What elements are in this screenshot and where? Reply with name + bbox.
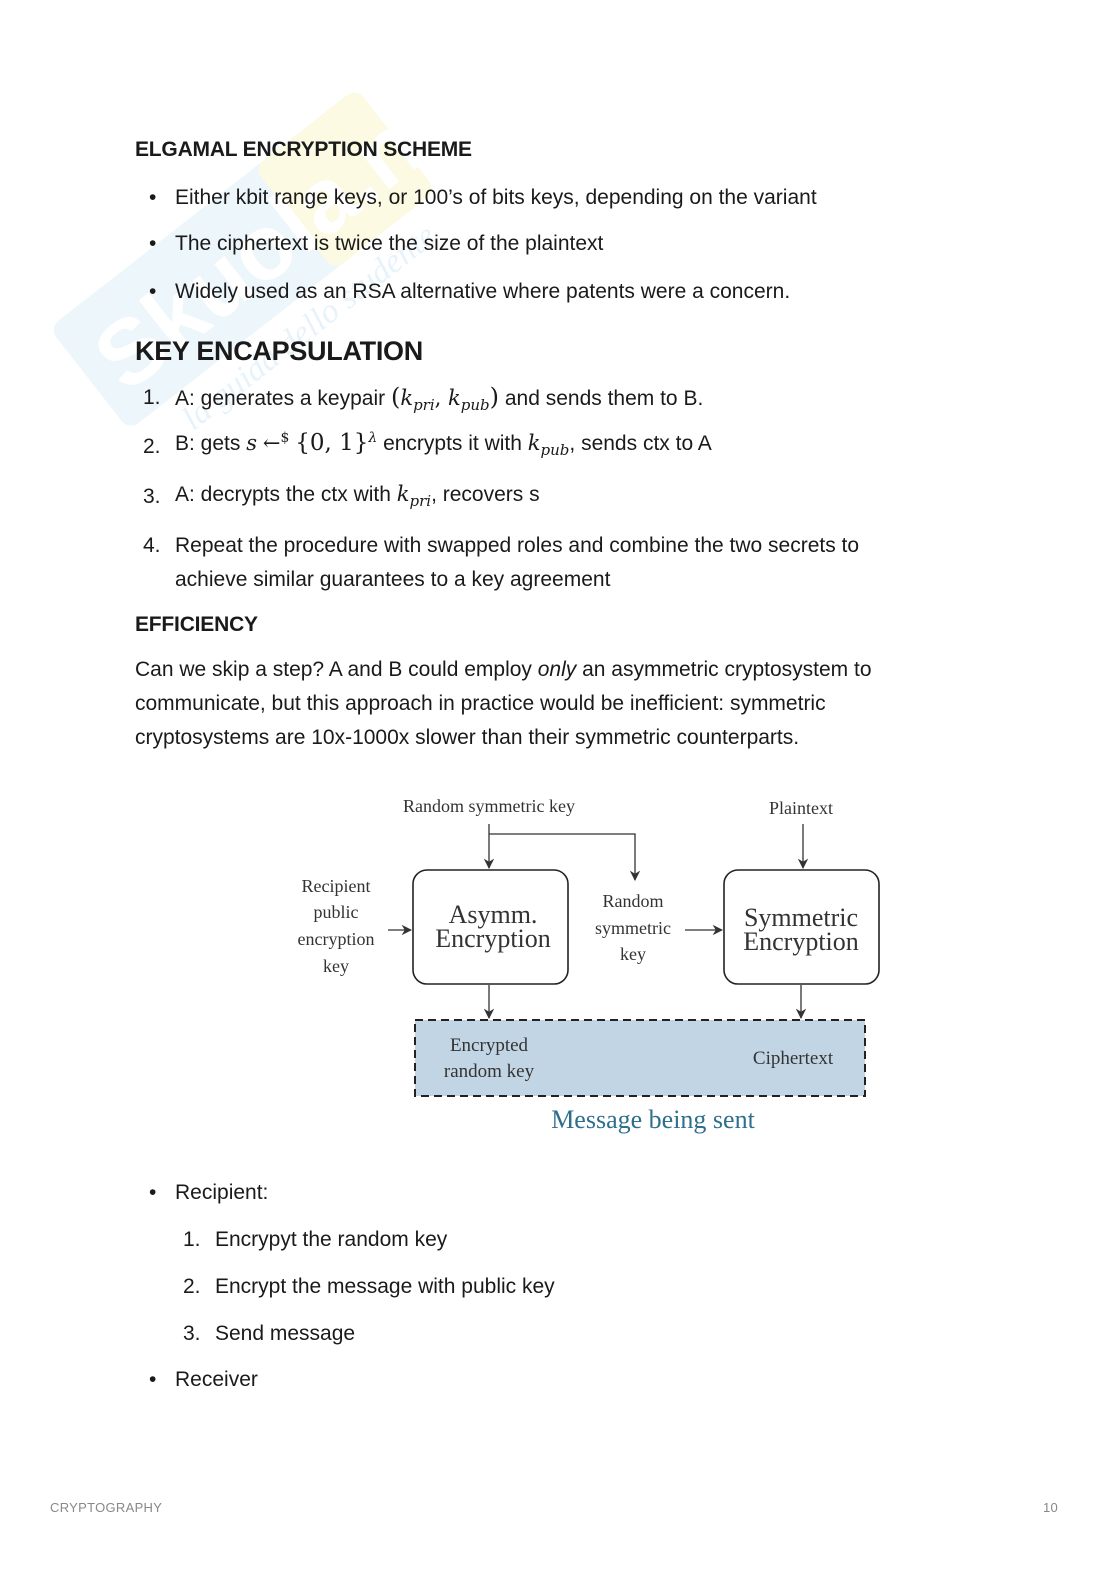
efficiency-paragraph-line-3: cryptosystems are 10x-1000x slower than … [135,726,800,749]
elgamal-bullet-2: The ciphertext is twice the size of the … [175,232,604,255]
message-caption: Message being sent [551,1105,755,1134]
hybrid-encryption-diagram: Random symmetric key Plaintext Recipient… [298,796,880,1134]
efficiency-paragraph-line-1: Can we skip a step? A and B could employ… [135,658,872,681]
plaintext-label: Plaintext [769,798,833,818]
kem-step-2-number: 2. [143,435,161,458]
symmetric-title-2: Encryption [743,927,859,956]
recipient-label: Recipient: [175,1181,269,1204]
kem-heading: KEY ENCAPSULATION [135,336,423,366]
recipient-key-label-3: encryption [298,929,375,949]
kem-step-4-line-1: Repeat the procedure with swapped roles … [175,534,860,557]
ciphertext-label: Ciphertext [753,1048,834,1069]
kem-step-4-number: 4. [143,534,161,557]
elgamal-bullet-1: Either kbit range keys, or 100’s of bits… [175,186,817,209]
kem-step-3-number: 3. [143,485,161,508]
message-box [414,1019,866,1097]
bullet-dot: • [149,232,157,255]
asymm-title-1: Asymm. [449,900,538,929]
random-symmetric-key-label: Random symmetric key [403,796,575,816]
encrypted-random-key-2: random key [444,1061,535,1082]
symmetric-encryption-box [723,869,880,985]
recipient-key-label-1: Recipient [302,876,371,896]
recipient-key-label-2: public [314,902,359,922]
recipient-step-1-number: 1. [183,1228,201,1251]
symmetric-title-1: Symmetric [744,903,858,932]
recipient-step-2: Encrypt the message with public key [215,1275,555,1298]
recipient-step-3: Send message [215,1322,356,1345]
efficiency-heading: EFFICIENCY [135,613,258,636]
random-key-mid-2: symmetric [595,918,671,938]
random-key-mid-3: key [620,944,646,964]
recipient-step-3-number: 3. [183,1322,201,1345]
bullet-dot: • [149,280,157,303]
kem-step-1: A: generates a keypair (kpri, kpub) and … [175,383,704,415]
bullet-dot: • [149,1181,157,1204]
recipient-key-label-4: key [323,956,349,976]
bullet-dot: • [149,186,157,209]
encrypted-random-key-1: Encrypted [450,1035,529,1056]
page-number: 10 [1043,1500,1059,1515]
recipient-step-2-number: 2. [183,1275,201,1298]
kem-step-2: B: gets s ←$ {0, 1}λ encrypts it with kp… [175,430,712,460]
elgamal-heading: ELGAMAL ENCRYPTION SCHEME [135,138,472,161]
diagram-arrows [388,824,809,1020]
footer-title: CRYPTOGRAPHY [50,1500,163,1515]
receiver-label: Receiver [175,1368,258,1391]
recipient-step-1: Encrypyt the random key [215,1228,448,1251]
bullet-dot: • [149,1368,157,1391]
kem-step-3: A: decrypts the ctx with kpri, recovers … [175,482,540,511]
kem-step-4-line-2: achieve similar guarantees to a key agre… [175,568,611,591]
efficiency-paragraph-line-2: communicate, but this approach in practi… [135,692,826,715]
random-key-mid-1: Random [603,891,664,911]
elgamal-bullet-3: Widely used as an RSA alternative where … [175,280,791,303]
kem-step-1-number: 1. [143,386,161,409]
asymm-title-2: Encryption [435,924,551,953]
asymm-encryption-box [412,869,569,985]
